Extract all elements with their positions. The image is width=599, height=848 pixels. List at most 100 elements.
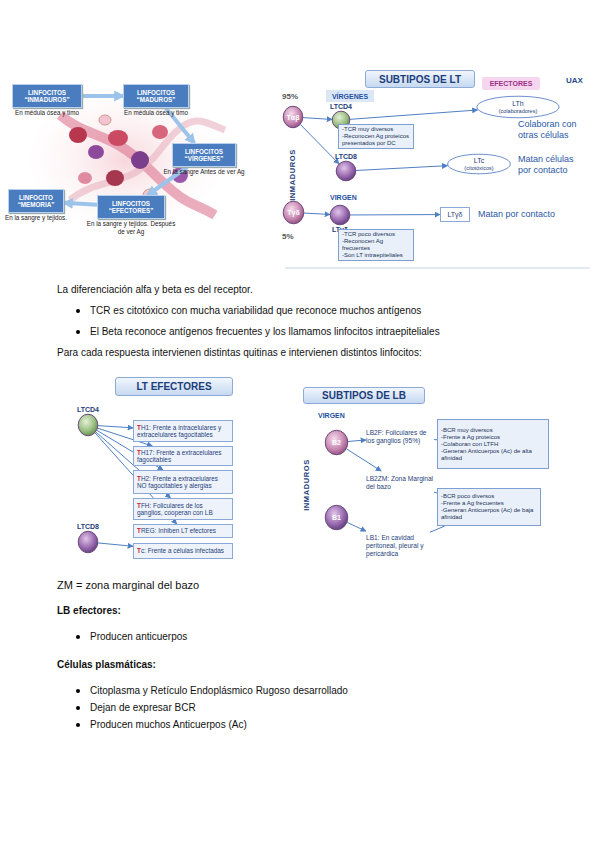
node-text: LTh	[512, 100, 524, 108]
node-text: LTγδ	[447, 211, 462, 218]
divider-line	[285, 268, 590, 269]
info-box: -BCR poco diversos-Frente a Ag frecuente…	[437, 488, 541, 526]
ellipse-shape	[448, 154, 511, 174]
stage-box: LINFOCITO “MEMORIA”En la sangre y tejido…	[8, 189, 64, 213]
cell	[131, 151, 149, 169]
stage-box: LINFOCITOS “MADUROS”En médula ósea y tim…	[123, 84, 189, 108]
group-label: VIRGEN	[330, 194, 357, 201]
connector-arrow	[356, 166, 447, 171]
cell	[106, 170, 124, 186]
bullet-item: TCR es citotóxico con mucha variabilidad…	[90, 305, 421, 316]
percentage: 5%	[282, 232, 294, 241]
info-box: -TCR muy diversos-Reconocen Ag proteicos…	[338, 124, 414, 149]
node-text: Tc: Frente a células infectadas	[137, 547, 224, 554]
cell	[99, 115, 111, 125]
node-text: LB1: En cavidad peritoneal, pleural y pe…	[366, 534, 430, 557]
node-caption: En la sangre Antes de ver Ag	[159, 168, 249, 176]
node-text: LINFOCITOS “INMADUROS”	[13, 89, 81, 104]
cell-label: LTCD8	[77, 523, 99, 530]
node-text: -Frente a Ag proteicos	[441, 434, 500, 441]
node-text: LT EFECTORES	[136, 381, 211, 392]
node-text: LINFOCITOS “EFECTORES”	[98, 200, 164, 215]
node-text: (citotóxicos)	[464, 165, 493, 171]
node-caption: En médula ósea y timo	[110, 109, 202, 117]
node-text: -Colaboran con LTFH	[441, 441, 498, 448]
function-note: Matan células por contacto	[518, 154, 582, 175]
node-text: -Frente a Ag frecuentes	[441, 500, 504, 507]
cell	[78, 172, 92, 184]
node-text: LINFOCITO “MEMORIA”	[9, 194, 63, 209]
node-text: TH17: Frente a extracelulares fagocitabl…	[137, 449, 229, 464]
connector-arrow	[303, 118, 332, 120]
connector-arrow	[300, 124, 339, 163]
subtype-text-box: LB2F: Foliculares de los ganglios (95%)	[366, 421, 434, 453]
bullet-item: Producen anticuerpos	[90, 631, 187, 642]
title-box: LT EFECTORES	[115, 377, 233, 396]
connector-arrow	[346, 449, 381, 471]
cell-shape	[78, 531, 98, 553]
stage-box: LINFOCITOS “INMADUROS”En médula ósea y t…	[12, 84, 82, 108]
node-text: TH1: Frente a intracelulares y extracelu…	[137, 424, 229, 439]
info-box: -TCR poco diversos-Reconocen Ag frecuent…	[338, 229, 414, 261]
connector-arrow	[304, 213, 330, 214]
body-text: Para cada respuesta intervienen distinta…	[57, 347, 422, 358]
cell-shape	[336, 161, 356, 181]
node-text: Tγδ	[287, 209, 299, 216]
node-text: VÍRGENES	[332, 93, 368, 100]
node-caption: En la sangre y tejidos. Después de ver A…	[84, 220, 178, 235]
cell-circle: LTCD4	[78, 414, 98, 436]
cell-circle: B2	[325, 430, 348, 455]
effector-ellipse: LTc(citotóxicos)	[447, 154, 511, 174]
node-text: -Reconocen Ag proteicos presentados por …	[342, 133, 410, 147]
cell-shape	[283, 106, 303, 128]
section-heading: LB efectores:	[57, 605, 121, 616]
bullet-item: Dejan de expresar BCR	[90, 702, 196, 713]
header-tag: VÍRGENES	[326, 90, 374, 102]
cell-circle: Tαβ	[283, 106, 303, 128]
effector-box: TFH: Foliculares de los ganglios, cooper…	[133, 498, 233, 520]
cell-circle: LTγδ	[330, 205, 350, 225]
node-text: -Generan Anticuerpos (Ac) de alta afinid…	[441, 448, 545, 462]
subtype-text-box: LB1: En cavidad peritoneal, pleural y pe…	[366, 530, 430, 562]
group-label: VIRGEN	[318, 412, 345, 419]
cell-shape	[78, 414, 98, 436]
node-text: -TCR muy diversos	[342, 126, 393, 133]
function-note: Matan por contacto	[478, 209, 555, 220]
cell	[69, 127, 87, 143]
node-text: LB2F: Foliculares de los ganglios (95%)	[366, 429, 434, 445]
cell-circle: B1	[325, 505, 348, 530]
connector-arrow	[98, 543, 133, 546]
node-text: -BCR muy diversos	[441, 427, 493, 434]
cell	[152, 125, 168, 139]
connector-arrow	[348, 440, 366, 442]
node-text: B2	[332, 439, 341, 446]
cell-outline	[78, 531, 98, 553]
connector-arrow	[82, 94, 123, 98]
node-text: -TCR poco diversos	[342, 231, 395, 238]
title-box: SUBTIPOS DE LB	[303, 387, 425, 404]
cell-outline	[78, 414, 98, 436]
connector-arrow	[98, 426, 133, 428]
node-text: -Reconocen Ag frecuentes	[342, 238, 410, 252]
connector-arrow	[64, 203, 97, 205]
ellipse-shape	[477, 96, 559, 118]
cell-label: LTCD8	[335, 153, 357, 160]
title-box: SUBTIPOS DE LT	[365, 70, 475, 88]
node-text: LINFOCITOS “MADUROS”	[124, 89, 188, 104]
cell-circle: Tγδ	[283, 201, 304, 224]
cell-outline	[336, 161, 356, 181]
node-text: TFH: Foliculares de los ganglios, cooper…	[137, 502, 229, 517]
cell	[88, 145, 104, 159]
percentage: 95%	[282, 92, 298, 101]
connector-arrow	[430, 526, 445, 532]
cell-shape	[325, 505, 348, 530]
bullet-item: Citoplasma y Retículo Endoplásmico Rugos…	[90, 685, 348, 696]
cell-circle: LTCD8	[336, 161, 356, 181]
effector-box: LTγδ	[440, 207, 470, 222]
effector-box: TH1: Frente a intracelulares y extracelu…	[133, 420, 233, 442]
cell-shape	[283, 201, 304, 224]
effector-box: TH17: Frente a extracelulares fagocitabl…	[133, 446, 233, 466]
cell	[108, 130, 128, 146]
body-text: La diferenciación alfa y beta es del rec…	[57, 284, 253, 295]
cell-label: LTCD4	[77, 406, 99, 413]
